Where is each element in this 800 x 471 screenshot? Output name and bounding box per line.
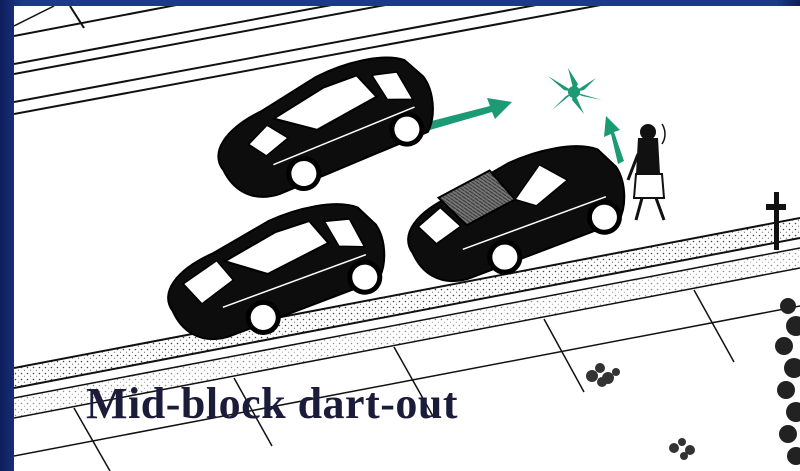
near-curb (14, 217, 800, 419)
arrow-up-icon (604, 116, 624, 164)
car-icon (167, 203, 386, 341)
sign-post-icon (766, 192, 786, 250)
movement-arrows (412, 68, 624, 164)
conflict-burst-icon (548, 68, 602, 114)
illustration-panel: Mid-block dart-out (14, 6, 800, 471)
car-icon (217, 56, 434, 198)
far-curb-lines (14, 6, 601, 115)
bush-icon (669, 438, 695, 460)
bush-icon (586, 363, 620, 387)
pedestrian-icon (626, 123, 666, 221)
car-icon (407, 145, 626, 283)
sidewalk-slabs (14, 289, 800, 471)
slide-caption: Mid-block dart-out (86, 379, 458, 428)
arrow-right-icon (412, 98, 512, 134)
street-scene (14, 6, 800, 471)
tree-icon (775, 298, 800, 465)
